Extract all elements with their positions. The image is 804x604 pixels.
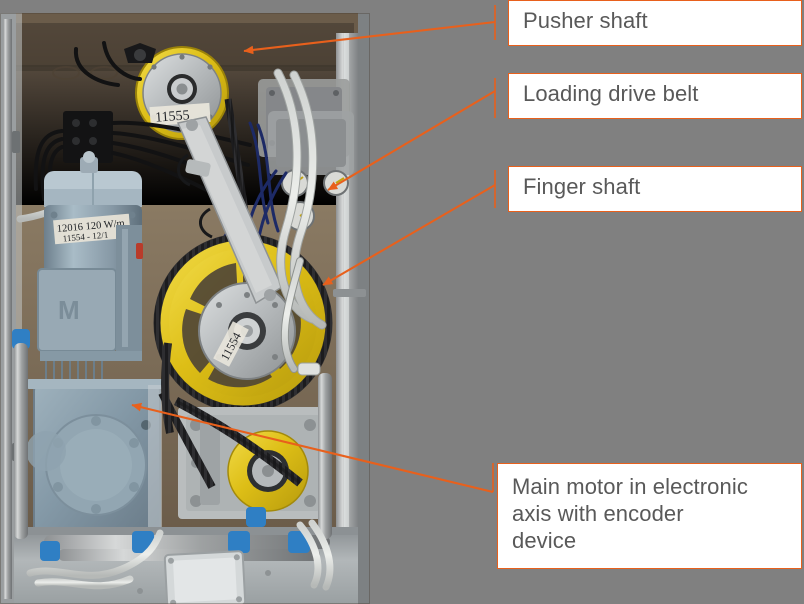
handwritten-tag-motor-2: 11554 - 12/1	[62, 230, 108, 244]
callout-main-motor[interactable]: Main motor in electronic axis with encod…	[497, 463, 802, 569]
callout-label-main-motor-line1: Main motor in electronic	[512, 474, 748, 499]
callout-finger-shaft[interactable]: Finger shaft	[508, 166, 802, 212]
callout-label-main-motor-line2: axis with encoder	[512, 501, 684, 526]
callout-label-main-motor-line3: device	[512, 528, 577, 553]
handwritten-tag-top: 11555	[155, 108, 190, 125]
callout-label-pusher-shaft: Pusher shaft	[523, 8, 648, 33]
callout-pusher-shaft[interactable]: Pusher shaft	[508, 0, 802, 46]
callout-loading-drive-belt[interactable]: Loading drive belt	[508, 73, 802, 119]
machine-photo: 11555	[0, 13, 370, 604]
callout-label-loading-drive-belt: Loading drive belt	[523, 81, 699, 106]
leader-stems	[492, 5, 496, 492]
motor-brand-mark: M	[58, 295, 80, 325]
callout-label-finger-shaft: Finger shaft	[523, 174, 641, 199]
